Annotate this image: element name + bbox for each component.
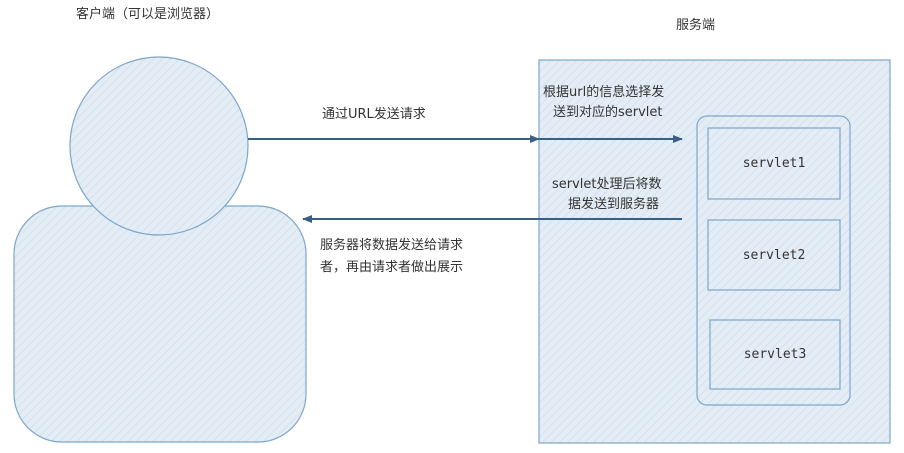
route-note: 根据url的信息选择发 送到对应的servlet	[543, 84, 664, 122]
process-note-line-2: 据发送到服务器	[568, 197, 660, 212]
servlet-box-1	[707, 127, 841, 200]
route-note-line-2: 送到对应的servlet	[553, 105, 663, 120]
server-title: 服务端	[676, 18, 716, 33]
servlet-label-2: servlet2	[742, 248, 806, 263]
route-note-line-1: 根据url的信息选择发	[543, 85, 665, 100]
process-note-line-1: servlet处理后将数	[552, 177, 662, 192]
response-label-line-1: 服务器将数据发送给请求	[320, 238, 464, 253]
client-title: 客户端（可以是浏览器）	[76, 7, 220, 22]
servlet-label-1: servlet1	[742, 156, 806, 171]
process-note: servlet处理后将数 据发送到服务器	[552, 176, 662, 214]
response-label: 服务器将数据发送给请求 者，再由请求者做出展示	[320, 237, 463, 277]
request-label: 通过URL发送请求	[322, 107, 426, 122]
client-person-icon	[13, 56, 307, 443]
servlet-box-3	[709, 319, 841, 390]
servlet-box-2	[707, 219, 841, 291]
servlet-label-3: servlet3	[743, 347, 807, 362]
response-label-line-2: 者，再由请求者做出展示	[320, 260, 464, 275]
